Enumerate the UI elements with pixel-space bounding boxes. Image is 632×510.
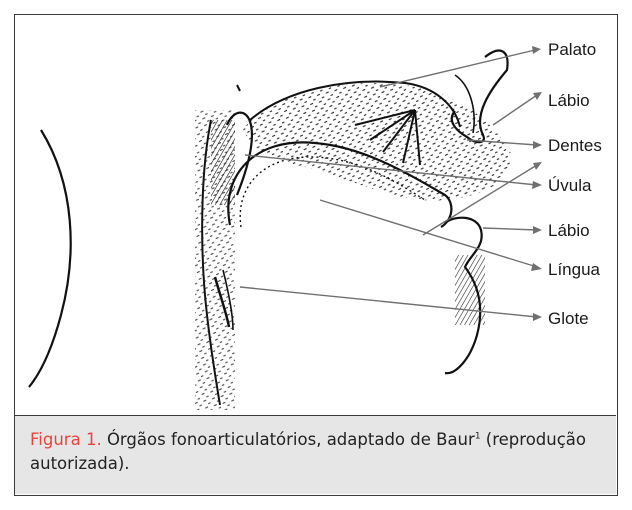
face-outline [29, 130, 71, 387]
label-palato: Palato [548, 40, 596, 59]
label-labio-inferior: Lábio [548, 221, 590, 240]
label-lingua: Língua [548, 260, 601, 279]
figure-image-area: Palato Lábio Dentes Úvula Lábio Língua G… [15, 15, 616, 415]
figure-frame: Palato Lábio Dentes Úvula Lábio Língua G… [14, 14, 618, 496]
caption-text: Órgãos fonoarticulatórios, adaptado de B… [102, 430, 475, 449]
label-glote: Glote [548, 309, 589, 328]
oral-cavity-stipple [243, 83, 511, 200]
leader-labio-sup [493, 95, 537, 125]
label-uvula: Úvula [548, 176, 592, 195]
caption-box: Figura 1. Órgãos fonoarticulatórios, ada… [15, 415, 616, 494]
leader-lingua [320, 200, 537, 267]
label-dentes: Dentes [548, 136, 602, 155]
leader-glote [240, 287, 537, 317]
vocal-tract-diagram: Palato Lábio Dentes Úvula Lábio Língua G… [15, 15, 616, 415]
figure-label: Figura 1. [30, 430, 102, 449]
leader-palato [380, 50, 535, 87]
label-labio-superior: Lábio [548, 91, 590, 110]
figure-caption: Figura 1. Órgãos fonoarticulatórios, ada… [30, 428, 600, 476]
leader-labio-inf [483, 228, 537, 230]
